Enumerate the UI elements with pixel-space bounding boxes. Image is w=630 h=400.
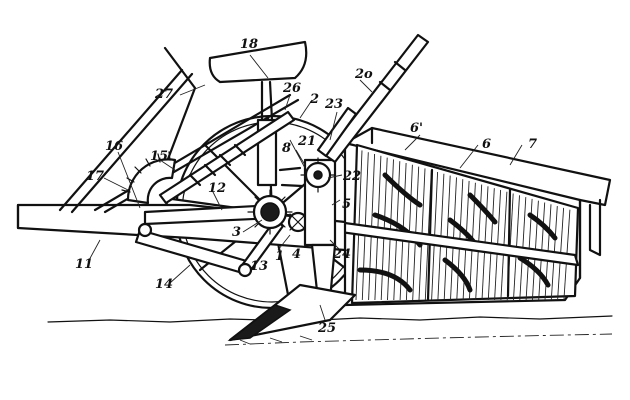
- label-12: 12: [208, 181, 226, 196]
- label-6: 6: [482, 137, 491, 152]
- pull-handle: [316, 33, 430, 164]
- label-27: 27: [154, 87, 173, 102]
- sprocket: [300, 157, 336, 193]
- label-26: 26: [282, 81, 301, 96]
- label-18: 18: [240, 37, 258, 52]
- label-21: 21: [297, 134, 316, 149]
- label-23: 23: [324, 97, 343, 112]
- lever-arm: [134, 218, 285, 278]
- label-6-prime: 6': [410, 121, 423, 136]
- label-24: 24: [332, 247, 351, 262]
- drive-chain: [278, 166, 304, 188]
- label-2: 2: [309, 92, 319, 107]
- label-22: 22: [342, 169, 361, 184]
- reference-labels: 18 27 26 2 23 2o 6' 6 7 8 21 22 5 24 25 …: [75, 37, 537, 336]
- label-16: 16: [105, 139, 123, 154]
- label-14: 14: [155, 277, 173, 292]
- label-20: 2o: [354, 67, 373, 82]
- spring-strut: [158, 110, 296, 205]
- label-13: 13: [250, 259, 268, 274]
- label-8: 8: [282, 141, 291, 156]
- label-11: 11: [75, 257, 93, 272]
- label-15: 15: [150, 149, 168, 164]
- share-edge: [227, 304, 292, 342]
- label-3: 3: [232, 225, 241, 240]
- bevel-gear: [247, 189, 293, 235]
- grate-screen: [350, 143, 580, 305]
- leader-lines: [87, 54, 523, 321]
- toothed-sector: [121, 151, 177, 205]
- label-5: 5: [342, 197, 351, 212]
- seat: [208, 40, 308, 187]
- label-7: 7: [528, 137, 537, 152]
- label-4: 4: [292, 247, 301, 262]
- label-17: 17: [86, 169, 104, 184]
- label-1: 1: [275, 249, 284, 264]
- label-25: 25: [317, 321, 336, 336]
